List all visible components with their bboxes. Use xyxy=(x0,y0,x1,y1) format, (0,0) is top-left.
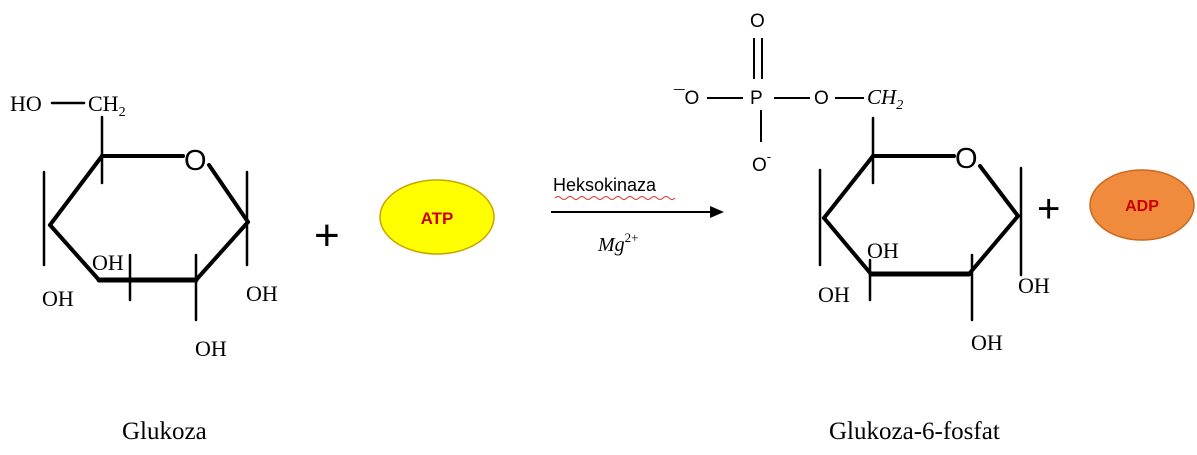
g6p-ring-structure xyxy=(818,116,1023,322)
product-ch2-label: CH2 xyxy=(867,85,903,113)
phosphate-o-bottom: O- xyxy=(752,149,771,176)
glucose-oh-c2: OH xyxy=(195,336,227,361)
enzyme-label: Heksokinaza xyxy=(553,175,657,195)
glucose-oh-c4: OH xyxy=(42,286,74,311)
g6p-oh-c2: OH xyxy=(971,330,1003,355)
phosphate-o-top: O xyxy=(750,11,765,32)
ring-bond-c1-c2 xyxy=(194,220,250,282)
plus-sign-2: + xyxy=(1037,187,1060,231)
cofactor-label: Mg2+ xyxy=(597,230,639,256)
glucose-oh-c1: OH xyxy=(246,281,278,306)
atp-ellipse xyxy=(379,179,495,255)
ring-bond-o-c1 xyxy=(207,163,250,224)
ring-bond-c3-c4 xyxy=(48,223,101,282)
product-ring-bond-o-c1 xyxy=(978,164,1020,218)
product-ring-bond-c1-c2 xyxy=(967,214,1020,276)
spellcheck-underline xyxy=(554,196,676,200)
glucose-ch2-label: CH2 xyxy=(88,91,126,120)
glucose-ho-label: HO xyxy=(10,91,42,116)
bridge-oxygen: O xyxy=(814,88,829,109)
g6p-oh-c3: OH xyxy=(867,238,899,263)
reaction-arrow xyxy=(551,206,724,218)
plus-sign-1: + xyxy=(314,211,340,260)
glucose-oh-c3: OH xyxy=(92,250,124,275)
product-ring-bond-c4-c5 xyxy=(822,154,875,220)
product-ring-bond-c3-c4 xyxy=(822,216,873,276)
atp-label: ATP xyxy=(421,209,454,228)
phosphate-o-left: ¯O xyxy=(673,88,699,109)
glucose-ring-oxygen: O xyxy=(184,145,207,177)
glucose-name: Glukoza xyxy=(122,418,207,445)
g6p-ring-oxygen: O xyxy=(955,143,978,175)
adp-label: ADP xyxy=(1125,198,1159,215)
g6p-name: Glukoza-6-fosfat xyxy=(829,418,1000,445)
ring-bond-c4-c5 xyxy=(48,154,104,227)
g6p-oh-c4: OH xyxy=(818,282,850,307)
glucose-structure xyxy=(42,101,250,322)
phosphate-p: P xyxy=(750,88,763,109)
adp-ellipse xyxy=(1089,169,1195,241)
g6p-oh-c1: OH xyxy=(1018,273,1050,298)
